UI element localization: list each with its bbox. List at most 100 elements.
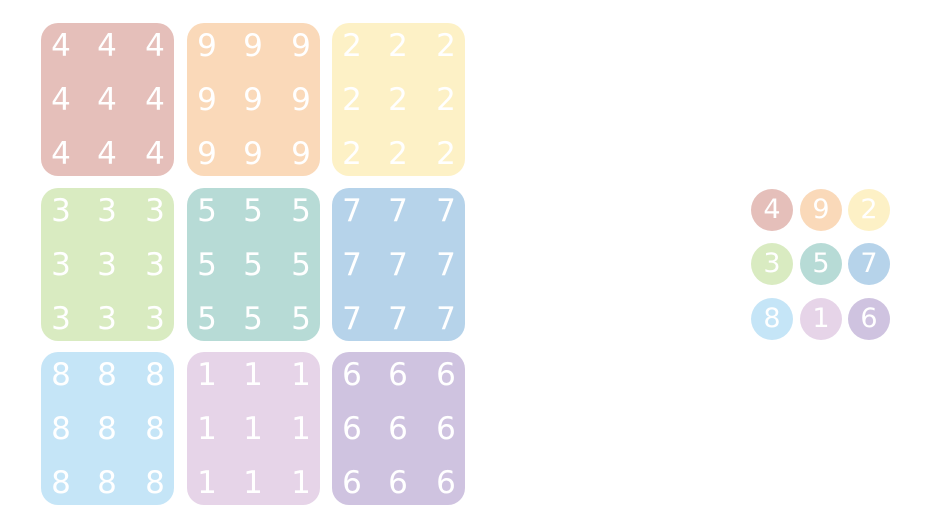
legend-ball-5: 5 [800, 243, 842, 285]
legend-ball-3: 3 [751, 243, 793, 285]
grid-cell[interactable]: 9 [197, 82, 217, 118]
grid-cell[interactable]: 6 [342, 465, 362, 501]
grid-cell[interactable]: 6 [436, 411, 456, 447]
grid-cell[interactable]: 1 [197, 465, 217, 501]
grid-cell[interactable]: 5 [197, 193, 217, 229]
grid-cell[interactable]: 3 [97, 301, 117, 337]
grid-cell[interactable]: 3 [51, 193, 71, 229]
grid-cell[interactable]: 7 [388, 247, 408, 283]
grid-cell[interactable]: 1 [291, 465, 311, 501]
grid-cell[interactable]: 8 [51, 411, 71, 447]
grid-cell[interactable]: 3 [97, 193, 117, 229]
grid-cell[interactable]: 1 [243, 411, 263, 447]
grid-cell[interactable]: 9 [243, 82, 263, 118]
grid-cell[interactable]: 9 [291, 28, 311, 64]
grid-cell[interactable]: 9 [291, 136, 311, 172]
grid-cell[interactable]: 2 [436, 82, 456, 118]
legend-ball-4: 4 [751, 189, 793, 231]
grid-cell[interactable]: 8 [51, 465, 71, 501]
grid-cell[interactable]: 7 [436, 193, 456, 229]
grid-cell[interactable]: 7 [388, 301, 408, 337]
grid-cell[interactable]: 5 [291, 193, 311, 229]
grid-cell[interactable]: 2 [436, 136, 456, 172]
grid-cell[interactable]: 1 [243, 357, 263, 393]
legend-ball-2: 2 [848, 189, 890, 231]
grid-cell[interactable]: 1 [291, 357, 311, 393]
grid-cell[interactable]: 7 [342, 247, 362, 283]
grid-cell[interactable]: 3 [51, 247, 71, 283]
grid-cell[interactable]: 1 [291, 411, 311, 447]
grid-cell[interactable]: 5 [243, 301, 263, 337]
grid-cell[interactable]: 7 [342, 301, 362, 337]
grid-cell[interactable]: 6 [342, 411, 362, 447]
legend-ball-7: 7 [848, 243, 890, 285]
legend-ball-1: 1 [800, 298, 842, 340]
grid-cell[interactable]: 5 [243, 247, 263, 283]
grid-cell[interactable]: 9 [243, 28, 263, 64]
grid-cell[interactable]: 4 [145, 136, 165, 172]
grid-cell[interactable]: 5 [291, 247, 311, 283]
grid-cell[interactable]: 4 [51, 136, 71, 172]
grid-cell[interactable]: 5 [291, 301, 311, 337]
legend-ball-9: 9 [800, 189, 842, 231]
grid-cell[interactable]: 4 [97, 136, 117, 172]
grid-cell[interactable]: 7 [342, 193, 362, 229]
grid-cell[interactable]: 3 [51, 301, 71, 337]
grid-cell[interactable]: 5 [243, 193, 263, 229]
grid-cell[interactable]: 7 [388, 193, 408, 229]
grid-cell[interactable]: 2 [436, 28, 456, 64]
grid-cell[interactable]: 2 [342, 82, 362, 118]
grid-cell[interactable]: 4 [97, 28, 117, 64]
grid-cell[interactable]: 9 [197, 28, 217, 64]
legend-ball-6: 6 [848, 298, 890, 340]
grid-cell[interactable]: 8 [97, 357, 117, 393]
grid-cell[interactable]: 1 [243, 465, 263, 501]
grid-cell[interactable]: 8 [51, 357, 71, 393]
grid-cell[interactable]: 2 [388, 28, 408, 64]
grid-cell[interactable]: 1 [197, 411, 217, 447]
grid-cell[interactable]: 8 [97, 465, 117, 501]
grid-cell[interactable]: 2 [342, 28, 362, 64]
grid-cell[interactable]: 6 [436, 465, 456, 501]
grid-cell[interactable]: 9 [197, 136, 217, 172]
grid-cell[interactable]: 9 [291, 82, 311, 118]
grid-cell[interactable]: 3 [97, 247, 117, 283]
grid-cell[interactable]: 6 [388, 411, 408, 447]
grid-cell[interactable]: 9 [243, 136, 263, 172]
grid-cell[interactable]: 8 [145, 411, 165, 447]
grid-cell[interactable]: 6 [388, 465, 408, 501]
legend-ball-8: 8 [751, 298, 793, 340]
grid-cell[interactable]: 7 [436, 247, 456, 283]
grid-cell[interactable]: 6 [388, 357, 408, 393]
grid-cell[interactable]: 3 [145, 193, 165, 229]
grid-cell[interactable]: 8 [97, 411, 117, 447]
grid-cell[interactable]: 1 [197, 357, 217, 393]
grid-cell[interactable]: 8 [145, 465, 165, 501]
grid-cell[interactable]: 6 [436, 357, 456, 393]
grid-cell[interactable]: 6 [342, 357, 362, 393]
grid-cell[interactable]: 4 [97, 82, 117, 118]
grid-cell[interactable]: 7 [436, 301, 456, 337]
grid-cell[interactable]: 5 [197, 301, 217, 337]
grid-cell[interactable]: 5 [197, 247, 217, 283]
grid-cell[interactable]: 4 [51, 28, 71, 64]
grid-cell[interactable]: 8 [145, 357, 165, 393]
grid-cell[interactable]: 3 [145, 301, 165, 337]
grid-cell[interactable]: 4 [145, 82, 165, 118]
grid-cell[interactable]: 2 [388, 136, 408, 172]
grid-cell[interactable]: 4 [145, 28, 165, 64]
grid-cell[interactable]: 3 [145, 247, 165, 283]
grid-cell[interactable]: 4 [51, 82, 71, 118]
grid-cell[interactable]: 2 [342, 136, 362, 172]
grid-cell[interactable]: 2 [388, 82, 408, 118]
